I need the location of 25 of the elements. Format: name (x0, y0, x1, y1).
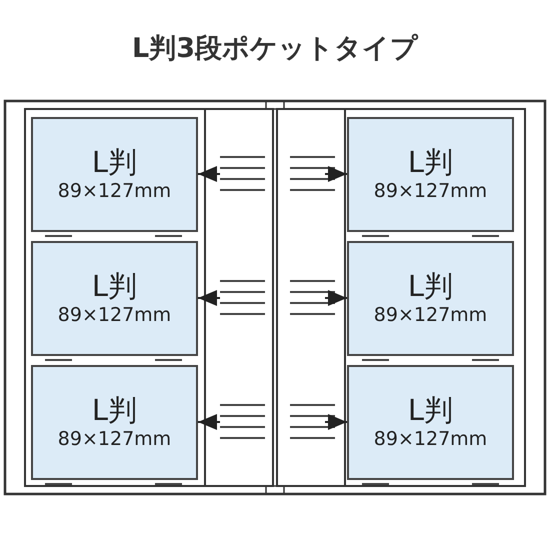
dimension-text: 89×127mm (374, 304, 488, 327)
size-label: L判 (92, 270, 138, 304)
size-label: L判 (92, 394, 138, 428)
dimension-text: 89×127mm (58, 304, 172, 327)
dimension-text: 89×127mm (374, 428, 488, 451)
arrow (325, 290, 347, 306)
arrow (325, 414, 347, 430)
arrow (198, 290, 220, 306)
arrow (198, 414, 220, 430)
size-label: L判 (408, 270, 454, 304)
photo-pocket (31, 241, 198, 356)
size-label: L判 (92, 146, 138, 180)
arrow (325, 166, 347, 182)
size-label: L判 (408, 146, 454, 180)
dimension-text: 89×127mm (374, 180, 488, 203)
arrow (198, 166, 220, 182)
photo-pocket (347, 117, 514, 232)
photo-pocket (31, 117, 198, 232)
dimension-text: 89×127mm (58, 428, 172, 451)
title: L判3段ポケットタイプ (131, 32, 420, 66)
photo-pocket (31, 365, 198, 480)
size-label: L判 (408, 394, 454, 428)
photo-pocket (347, 365, 514, 480)
dimension-text: 89×127mm (58, 180, 172, 203)
photo-pocket (347, 241, 514, 356)
